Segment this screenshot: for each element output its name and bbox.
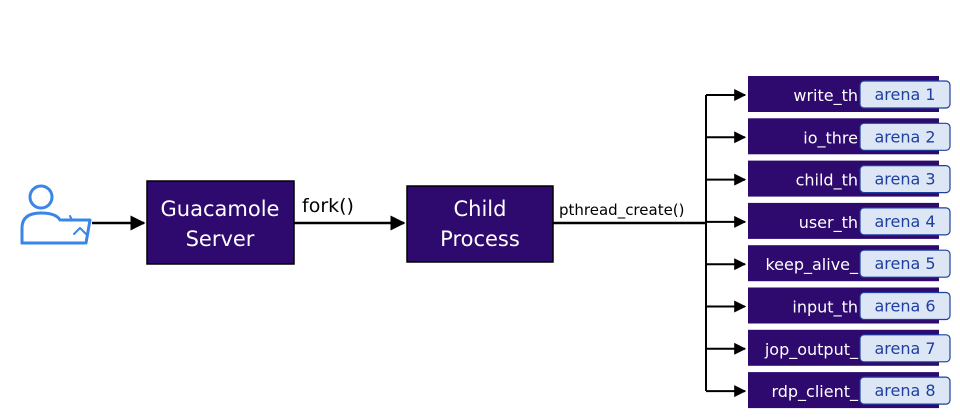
thread-row: rdp_client_ arena 8 — [706, 372, 951, 409]
arena-badge — [859, 291, 951, 321]
arena-label: arena 3 — [874, 170, 935, 189]
arena-badge — [859, 80, 951, 109]
user-laptop-icon — [20, 184, 92, 245]
thread-name: io_thre — [803, 128, 858, 148]
arena-badge — [859, 376, 951, 405]
child-label-line1: Child — [454, 197, 507, 221]
thread-row: keep_alive_ arena 5 — [706, 245, 951, 282]
thread-name: write_th — [793, 86, 858, 106]
arena-label: arena 1 — [874, 85, 935, 104]
thread-name: keep_alive_ — [765, 255, 859, 275]
thread-row: write_th arena 1 — [706, 76, 951, 112]
arena-label: arena 2 — [874, 127, 935, 146]
thread-name: child_th — [796, 171, 858, 191]
pthread-label: pthread_create() — [559, 201, 685, 220]
server-label-line1: Guacamole — [161, 197, 280, 221]
arena-badge — [859, 207, 951, 236]
child-process-node: Child Process — [406, 185, 554, 263]
thread-row: io_thre arena 2 — [706, 118, 951, 155]
thread-row: user_th arena 4 — [706, 202, 951, 239]
thread-row: jop_output_ arena 7 — [706, 329, 951, 366]
thread-name: input_th — [792, 298, 858, 318]
thread-name: user_th — [799, 213, 858, 233]
arena-label: arena 5 — [874, 254, 935, 273]
fork-label: fork() — [302, 195, 354, 217]
thread-row: child_th arena 3 — [706, 160, 951, 197]
arena-label: arena 7 — [874, 339, 935, 358]
arena-label: arena 4 — [874, 212, 935, 231]
thread-row: input_th arena 6 — [706, 287, 951, 324]
thread-name: jop_output_ — [764, 340, 859, 360]
thread-name: rdp_client_ — [771, 382, 859, 402]
child-label-line2: Process — [440, 227, 520, 251]
arena-label: arena 8 — [874, 381, 935, 400]
arena-badge — [859, 249, 951, 278]
guacamole-server-node: Guacamole Server — [146, 180, 295, 265]
arena-badge — [859, 334, 951, 363]
arena-badge — [859, 165, 951, 194]
arena-label: arena 6 — [874, 297, 935, 316]
server-label-line2: Server — [186, 227, 255, 251]
arena-badge — [859, 122, 951, 151]
